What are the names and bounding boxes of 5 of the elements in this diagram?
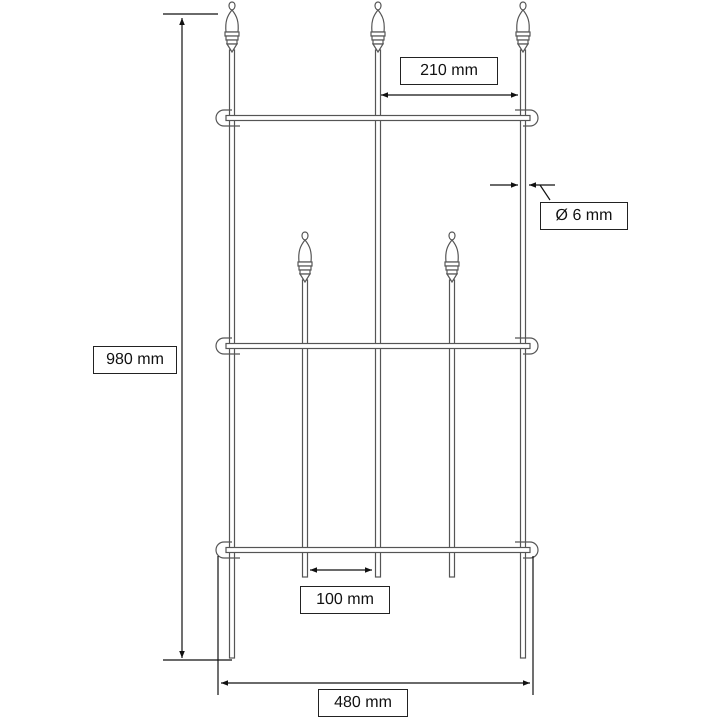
dimension-label: 980 mm [93,346,177,374]
dimension-label: 210 mm [400,57,498,85]
dimension-label: 480 mm [318,689,408,717]
dimension-label: 100 mm [300,586,390,614]
dimension-label: Ø 6 mm [540,202,628,230]
